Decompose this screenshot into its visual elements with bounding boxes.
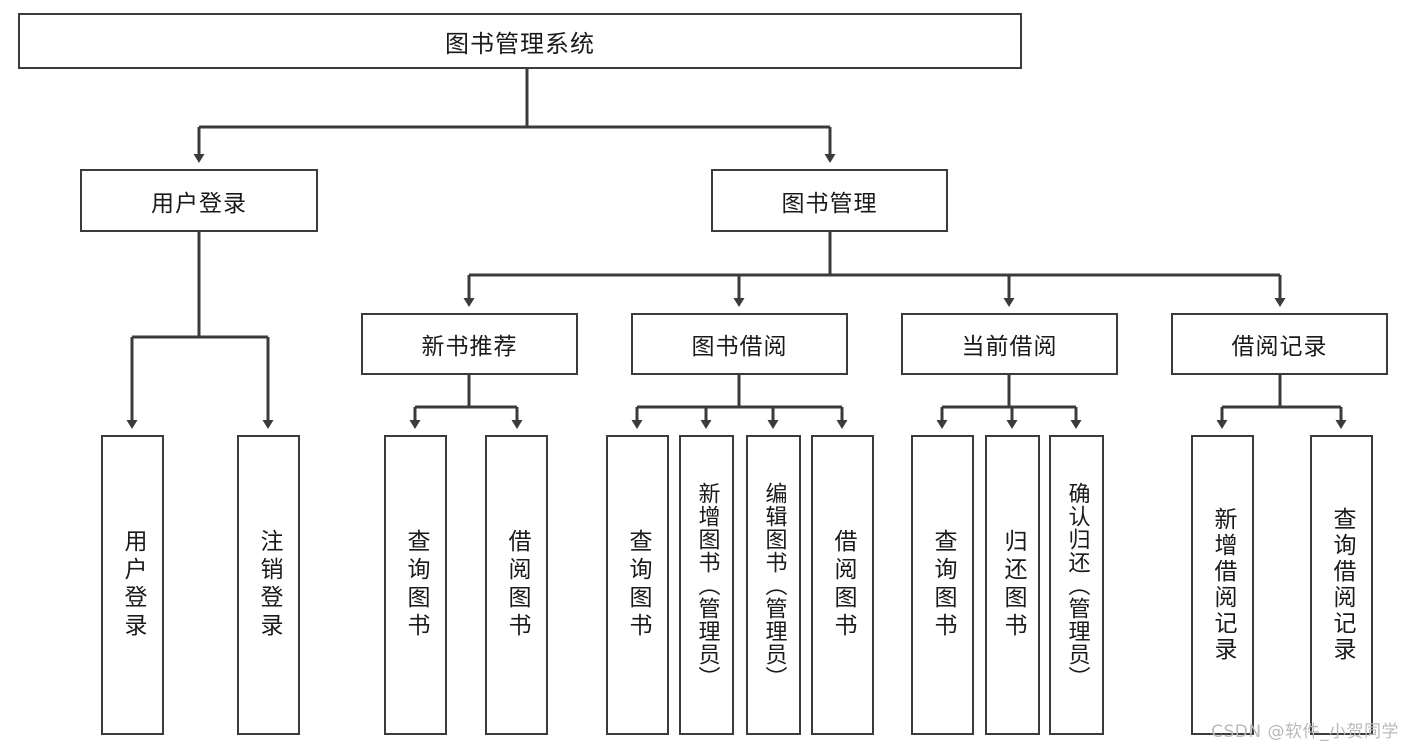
node-book-manage[interactable]: 图书管理 [711, 169, 948, 232]
leaf-query-book-2-label: 查询图书 [625, 529, 651, 641]
leaf-logout-label: 注销登录 [256, 529, 282, 641]
node-book-manage-label: 图书管理 [781, 190, 878, 217]
leaf-borrow-book-1[interactable]: 借阅图书 [485, 435, 548, 735]
node-book-borrow-label: 图书借阅 [691, 334, 788, 360]
node-new-book-recommend-label: 新书推荐 [421, 334, 518, 360]
leaf-confirm-return-admin[interactable]: 确认归还（管理员） [1049, 435, 1104, 735]
node-current-borrow[interactable]: 当前借阅 [901, 313, 1118, 375]
leaf-edit-book-admin[interactable]: 编辑图书（管理员） [746, 435, 801, 735]
leaf-user-login[interactable]: 用户登录 [101, 435, 164, 735]
node-user-login[interactable]: 用户登录 [80, 169, 318, 232]
node-current-borrow-label: 当前借阅 [961, 334, 1058, 360]
leaf-query-borrow-record-label: 查询借阅记录 [1329, 507, 1355, 663]
node-root[interactable]: 图书管理系统 [18, 13, 1022, 69]
leaf-add-book-admin[interactable]: 新增图书（管理员） [679, 435, 734, 735]
leaf-borrow-book-2[interactable]: 借阅图书 [811, 435, 874, 735]
leaf-add-borrow-record-label: 新增借阅记录 [1210, 507, 1236, 663]
leaf-add-borrow-record[interactable]: 新增借阅记录 [1191, 435, 1254, 735]
leaf-add-book-admin-label: 新增图书（管理员） [694, 481, 720, 689]
leaf-borrow-book-2-label: 借阅图书 [830, 529, 856, 641]
leaf-user-login-label: 用户登录 [120, 529, 146, 641]
leaf-query-book-3-label: 查询图书 [930, 529, 956, 641]
leaf-query-borrow-record[interactable]: 查询借阅记录 [1310, 435, 1373, 735]
leaf-confirm-return-admin-label: 确认归还（管理员） [1064, 481, 1090, 689]
node-user-login-label: 用户登录 [151, 190, 247, 217]
leaf-edit-book-admin-label: 编辑图书（管理员） [761, 481, 787, 689]
watermark: CSDN @软件_小贺同学 [1211, 722, 1399, 742]
leaf-logout[interactable]: 注销登录 [237, 435, 300, 735]
node-book-borrow[interactable]: 图书借阅 [631, 313, 848, 375]
node-root-label: 图书管理系统 [445, 29, 595, 58]
leaf-return-book-label: 归还图书 [1000, 529, 1026, 641]
node-borrow-record-label: 借阅记录 [1231, 334, 1328, 360]
node-new-book-recommend[interactable]: 新书推荐 [361, 313, 578, 375]
leaf-query-book-1[interactable]: 查询图书 [384, 435, 447, 735]
leaf-return-book[interactable]: 归还图书 [985, 435, 1040, 735]
leaf-query-book-1-label: 查询图书 [403, 529, 429, 641]
leaf-query-book-2[interactable]: 查询图书 [606, 435, 669, 735]
leaf-borrow-book-1-label: 借阅图书 [504, 529, 530, 641]
node-borrow-record[interactable]: 借阅记录 [1171, 313, 1388, 375]
leaf-query-book-3[interactable]: 查询图书 [911, 435, 974, 735]
